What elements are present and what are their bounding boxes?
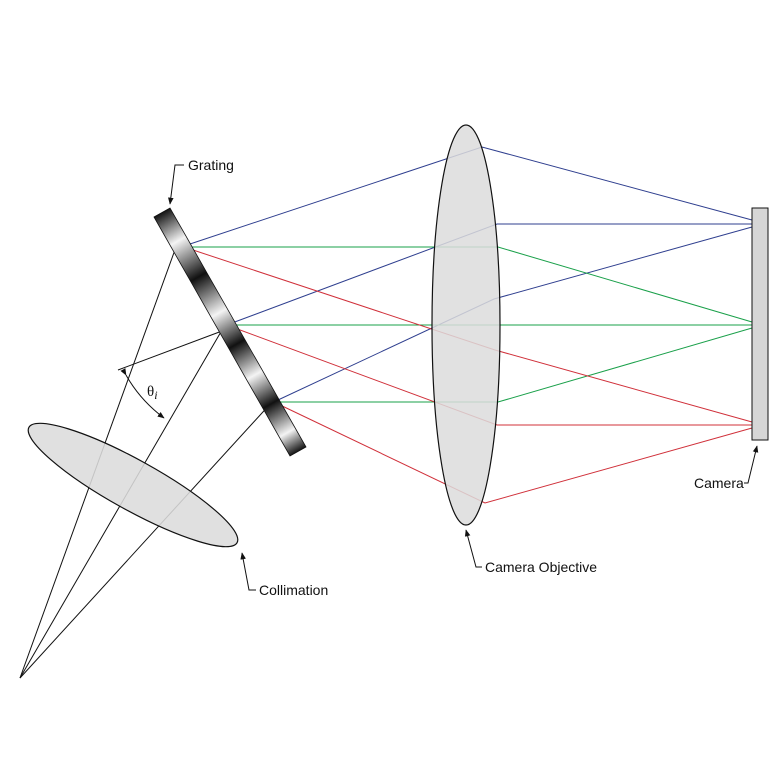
camera-objective-leader [464,529,482,568]
grating-normal-line [117,330,223,371]
red-ray-middle [231,326,752,426]
grating-label: Grating [188,157,234,173]
camera-objective-label: Camera Objective [485,559,597,575]
label-leaders [168,164,759,591]
incidence-angle-construction [117,330,223,419]
collimation-lens [27,422,239,548]
theta-i-label: θi [147,384,158,402]
camera-detector [751,207,769,441]
grating-leader [168,164,184,205]
theta-arc [120,368,165,419]
red-ray-bottom [277,403,753,504]
camera-label: Camera [694,475,744,491]
blue-ray-middle [231,223,752,324]
blue-ray-bottom [277,226,753,401]
collimation-label: Collimation [259,582,328,598]
camera-leader [744,445,759,484]
green-ray-bottom [278,327,753,403]
diffraction-grating [153,207,307,457]
ray-source-to-bottom [19,401,273,679]
camera-objective-lens [431,124,501,526]
collimation-leader [240,552,256,591]
